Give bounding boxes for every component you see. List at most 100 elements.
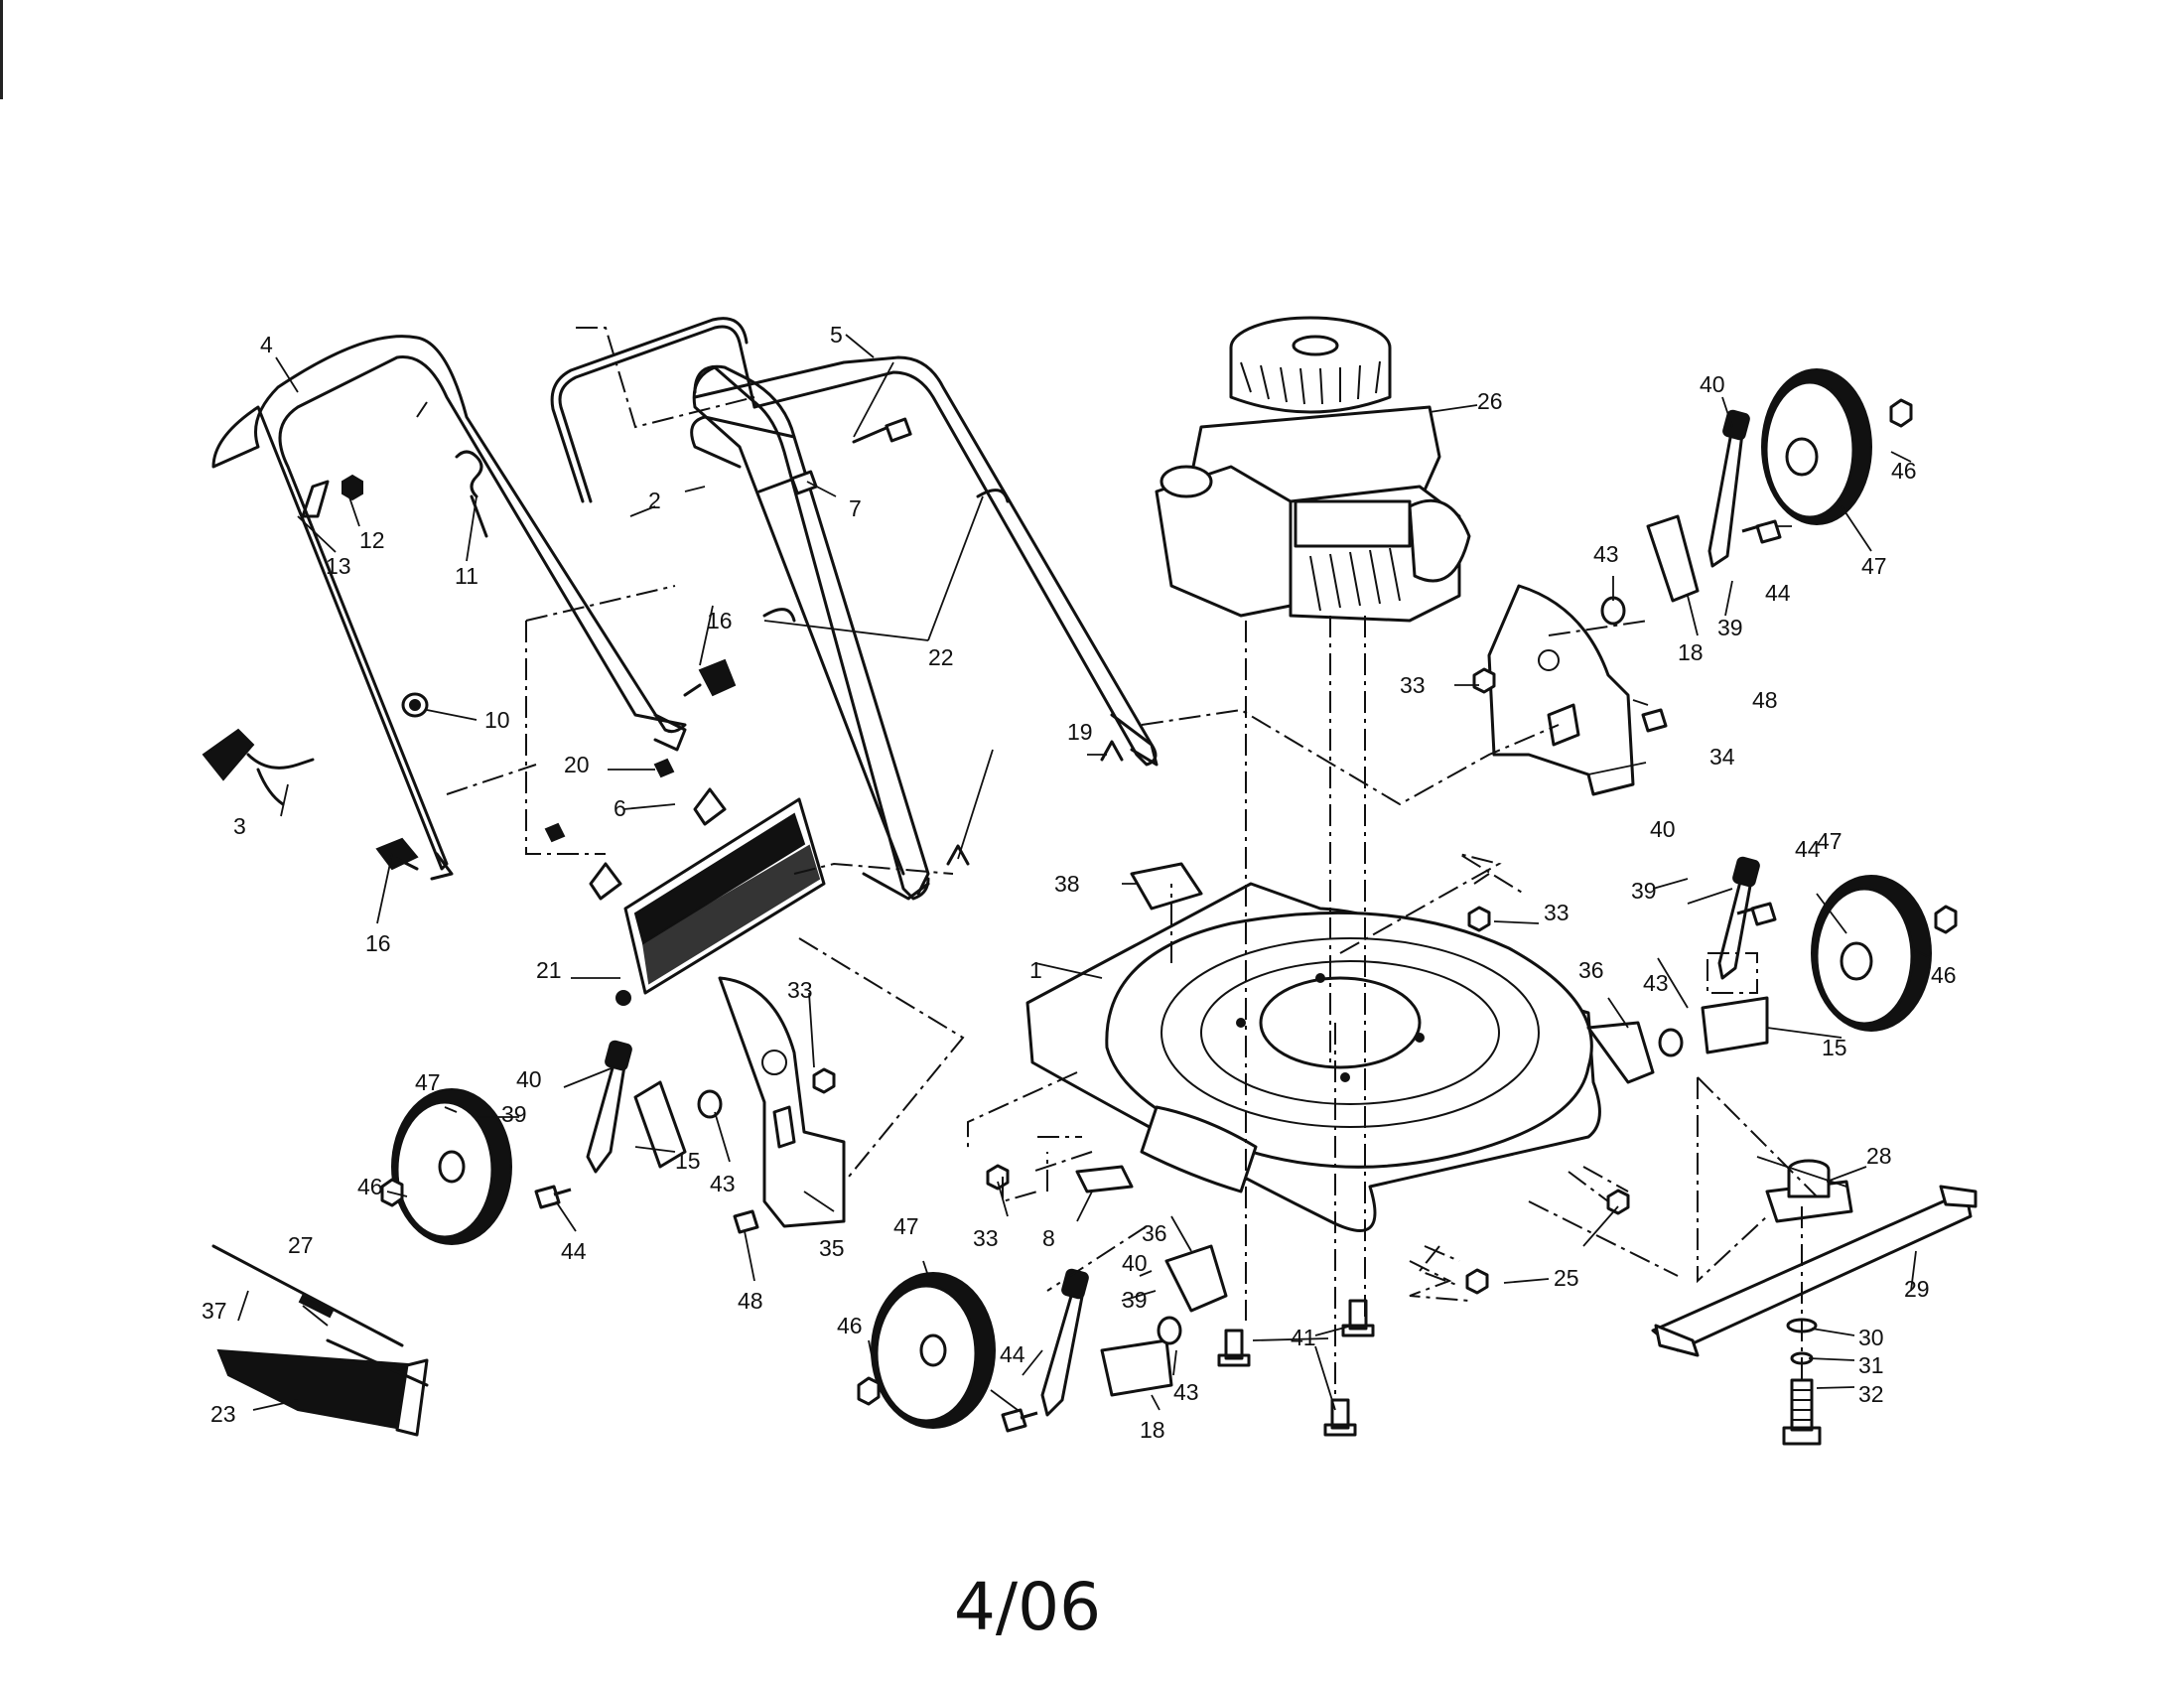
rear-door-23 [216,1338,429,1437]
rear-flap-21 [615,797,826,1006]
part-label-29: 29 [1904,1276,1930,1302]
part-label-47-a: 47 [415,1069,441,1095]
part-label-47-c: 47 [1861,553,1887,579]
deck-1 [1025,882,1601,1232]
rope-guide-13 [301,480,330,518]
wheel-47-left-front [871,1272,996,1429]
label-38 [1130,862,1203,911]
part-labels: 4 5 2 7 13 12 11 22 16 10 19 3 16 20 6 2… [202,322,1957,1443]
part-label-33-d: 33 [1544,900,1570,925]
blade-adapter-28 [1765,1159,1853,1223]
part-label-18-b: 18 [1678,639,1704,665]
bolts-7 [757,417,912,495]
scan-edge-mark [0,0,3,99]
part-label-43-b: 43 [1173,1379,1199,1405]
part-label-5: 5 [830,322,843,348]
part-label-39-a: 39 [501,1101,527,1127]
part-label-47-b: 47 [893,1213,919,1239]
handle-knob-16-left [375,837,419,871]
engine-26 [1155,316,1471,623]
brackets-6 [589,787,727,901]
part-label-33-a: 33 [787,977,813,1003]
part-label-43-c: 43 [1593,541,1619,567]
part-label-36-b: 36 [1578,957,1604,983]
part-label-40-b: 40 [1122,1250,1148,1276]
part-label-44-d: 44 [1795,836,1821,862]
part-label-35: 35 [819,1235,845,1261]
part-label-30: 30 [1858,1325,1884,1350]
part-label-3: 3 [233,813,246,839]
part-label-33-b: 33 [973,1225,999,1251]
nuts-33-25 [812,667,1630,1295]
part-label-44-c: 44 [1765,580,1791,606]
part-label-43-a: 43 [710,1171,736,1196]
height-brackets-36 [1164,1021,1655,1313]
part-label-33-c: 33 [1400,672,1426,698]
part-label-43-d: 43 [1643,970,1669,996]
upper-handle [211,335,687,881]
spacer-10 [401,692,429,718]
wheel-bracket-35 [718,976,846,1228]
part-label-27: 27 [288,1232,314,1258]
spring-11 [455,450,488,538]
spacers-43 [697,596,1684,1345]
part-label-48-b: 48 [1752,687,1778,713]
part-label-38: 38 [1054,871,1080,897]
nut-12 [341,474,363,501]
part-label-46-a: 46 [357,1174,383,1199]
part-label-48-a: 48 [738,1288,763,1314]
part-label-12: 12 [359,527,385,553]
rod-37-spring-27 [211,1244,404,1347]
lower-handle [690,355,1159,901]
part-label-2: 2 [648,488,661,513]
part-label-11: 11 [455,563,478,589]
part-label-16-right: 16 [707,608,733,633]
part-label-39-c: 39 [1717,615,1743,640]
part-label-39-d: 39 [1631,878,1657,904]
part-label-44-b: 44 [1000,1341,1025,1367]
part-label-7: 7 [849,495,862,521]
part-label-40-c: 40 [1700,371,1725,397]
part-label-23: 23 [210,1401,236,1427]
part-label-19: 19 [1067,719,1093,745]
adjuster-plates-15-18 [633,514,1769,1397]
hairpin-clips-19 [946,740,1124,866]
cable-ties-22 [762,489,1010,623]
assembly-lines [416,327,1818,1400]
wheel-bracket-34 [1487,584,1635,796]
part-label-18-a: 18 [1140,1417,1165,1443]
part-label-47-d: 47 [1817,828,1843,854]
adjuster-levers-39 [586,415,1756,1417]
bail-wire [550,317,756,503]
wheel-47-right-rear [1761,368,1872,525]
wheel-47-right-front [1811,875,1932,1032]
part-label-32: 32 [1858,1381,1884,1407]
part-label-1: 1 [1029,957,1042,983]
leader-lines [237,334,1932,1411]
part-label-39-b: 39 [1122,1287,1148,1313]
part-label-8: 8 [1042,1225,1055,1251]
part-label-4: 4 [260,332,273,357]
part-label-28: 28 [1866,1143,1892,1169]
handle-knob-16-right [683,658,737,697]
part-label-10: 10 [484,707,510,733]
part-label-34: 34 [1709,744,1735,770]
part-label-15-a: 15 [675,1148,701,1174]
part-label-40-d: 40 [1650,816,1676,842]
part-label-44-a: 44 [561,1238,587,1264]
part-label-6: 6 [614,795,626,821]
part-label-41: 41 [1291,1325,1316,1350]
part-label-22: 22 [928,644,954,670]
part-label-26: 26 [1477,388,1503,414]
part-label-36-a: 36 [1142,1220,1167,1246]
date-code-footer: 4/06 [953,1569,1102,1645]
knobs-40 [605,409,1760,1300]
part-label-15-b: 15 [1822,1035,1847,1060]
part-label-16-left: 16 [365,930,391,956]
bolts-44-48 [534,519,1782,1433]
blade-29 [1651,1185,1978,1357]
part-label-21: 21 [536,957,562,983]
starter-rope-handle-3 [202,728,315,806]
part-label-31: 31 [1858,1352,1884,1378]
